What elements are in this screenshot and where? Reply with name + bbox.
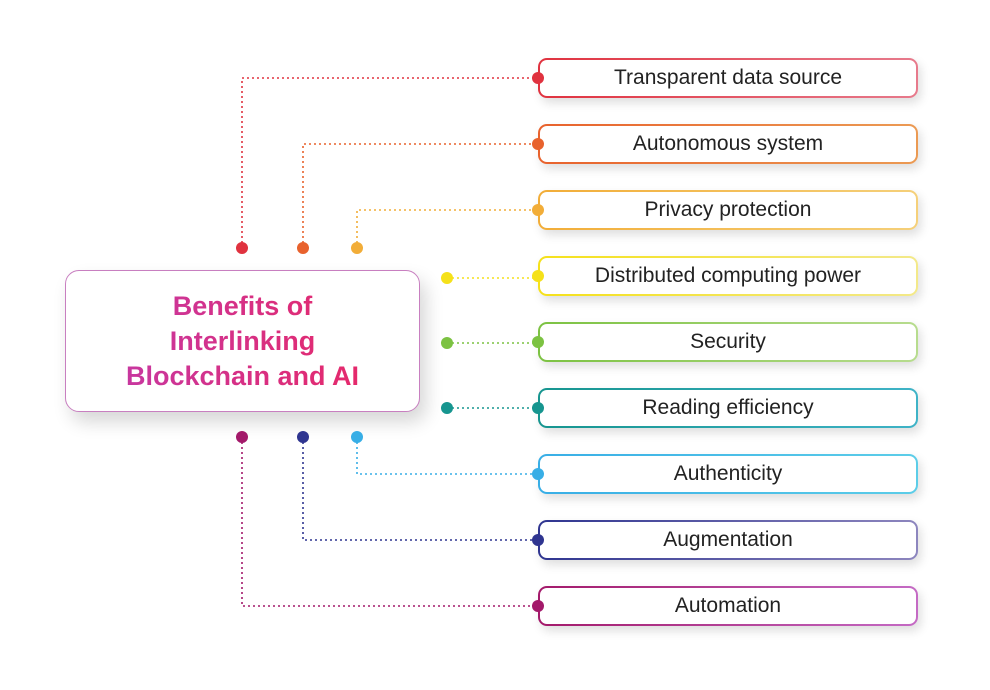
connector-dot (351, 431, 363, 443)
benefit-label: Augmentation (663, 528, 793, 551)
connector-line (302, 143, 538, 248)
benefit-label: Autonomous system (632, 132, 824, 155)
connector-dot (236, 431, 248, 443)
connector-dot (441, 402, 453, 414)
benefit-box: Authenticity (538, 454, 918, 494)
benefit-box: Transparent data source (538, 58, 918, 98)
benefit-label: Transparent data source (613, 66, 843, 89)
connector-line (241, 437, 538, 607)
center-topic-title: Benefits of Interlinking Blockchain and … (126, 289, 359, 394)
benefit-box: Security (538, 322, 918, 362)
benefit-box: Augmentation (538, 520, 918, 560)
connector-dot (441, 272, 453, 284)
connector-line (241, 77, 538, 248)
connector-dot (441, 337, 453, 349)
center-title-line-2: Interlinking (169, 325, 316, 356)
connector-dot (236, 242, 248, 254)
connector-dot (351, 242, 363, 254)
center-title-line-1: Benefits of (172, 290, 313, 321)
connector-dot (297, 431, 309, 443)
benefit-box: Autonomous system (538, 124, 918, 164)
benefit-label: Security (690, 330, 766, 353)
connector-dot (297, 242, 309, 254)
benefit-box: Reading efficiency (538, 388, 918, 428)
connector-line (356, 209, 538, 248)
benefit-label: Authenticity (673, 462, 783, 485)
benefit-box: Privacy protection (538, 190, 918, 230)
connector-line (356, 437, 538, 475)
benefit-box: Automation (538, 586, 918, 626)
benefit-box: Distributed computing power (538, 256, 918, 296)
benefit-label: Automation (674, 594, 782, 617)
benefit-label: Reading efficiency (642, 396, 814, 419)
benefit-label: Distributed computing power (594, 264, 862, 287)
center-topic-box: Benefits of Interlinking Blockchain and … (65, 270, 420, 412)
benefit-label: Privacy protection (644, 198, 812, 221)
center-title-line-3: Blockchain and AI (125, 360, 360, 391)
connector-line (302, 437, 538, 541)
